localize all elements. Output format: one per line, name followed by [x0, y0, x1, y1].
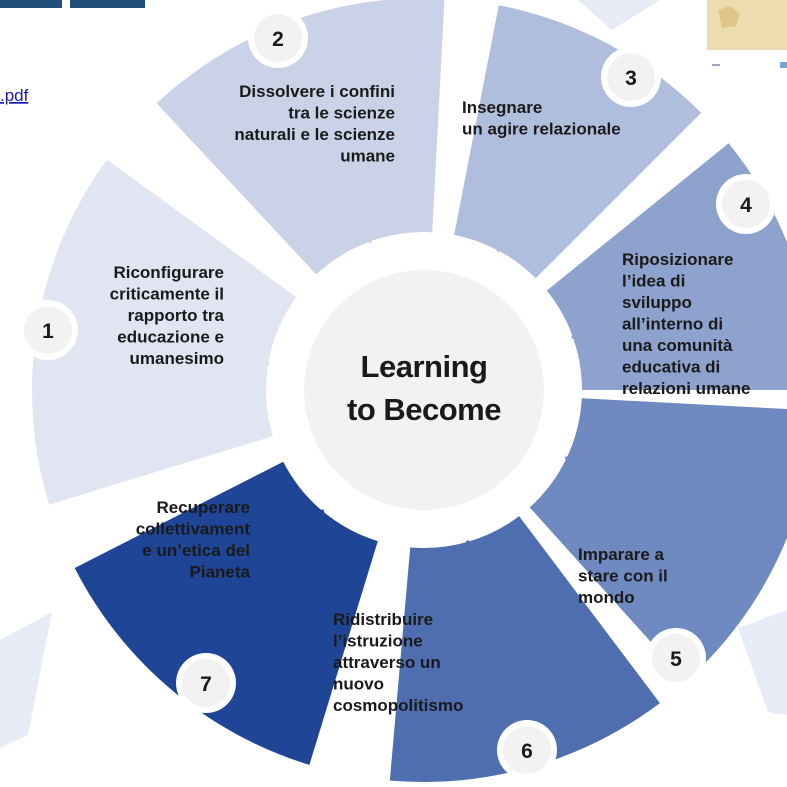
- top-left-tab-b: [70, 0, 145, 8]
- segment-1-label-line: educazione e: [117, 328, 224, 347]
- badge-3-number: 3: [625, 67, 637, 90]
- segment-labels: Riconfigurare criticamente il rapporto tra…: [110, 82, 751, 715]
- segment-4-label-line: Riposizionare: [622, 250, 733, 269]
- decor-triangle-top: [578, 0, 660, 30]
- badge-7-number: 7: [200, 673, 212, 696]
- segment-6-label-line: cosmopolitismo: [333, 696, 463, 715]
- center-title-line2: to Become: [347, 392, 501, 427]
- badge-6-number: 6: [521, 740, 533, 763]
- segment-6-pointer: [446, 539, 504, 577]
- segment-3-label: Insegnare un agire relazionale: [462, 98, 621, 139]
- segment-5-label-line: mondo: [578, 588, 635, 607]
- badge-1-number: 1: [42, 320, 54, 343]
- segment-7: [74, 461, 378, 765]
- badge-7: [182, 659, 230, 707]
- segment-4-label-line: educativa di: [622, 358, 720, 377]
- segment-4-label-line: una comunità: [622, 336, 733, 355]
- segment-2: [156, 0, 445, 275]
- segment-2-label-line: naturali e le scienze: [234, 125, 395, 144]
- top-left-tab-a: [0, 0, 62, 8]
- segment-3-label-line: un agire relazionale: [462, 120, 621, 139]
- segment-5: [529, 398, 787, 682]
- segment-2-pointer: [332, 205, 389, 244]
- segment-7-pointer: [282, 509, 328, 552]
- segment-6-label-line: nuovo: [333, 675, 384, 694]
- segment-2-label-line: umane: [340, 147, 395, 166]
- thumbnail-image: [707, 0, 787, 78]
- badge-4-number: 4: [740, 194, 752, 217]
- segment-6: [389, 516, 660, 782]
- segment-1: [31, 159, 297, 505]
- segment-3-label-line: Insegnare: [462, 98, 542, 117]
- number-badges: 1 2 3 4 5 6 7: [18, 8, 776, 780]
- badge-2: [254, 14, 302, 62]
- segment-6-label-line: attraverso un: [333, 653, 441, 672]
- segment-4-pointer: [571, 300, 609, 356]
- center-title-line1: Learning: [361, 349, 488, 384]
- segment-4-label-line: all’interno di: [622, 315, 723, 334]
- segment-4-label-line: relazioni umane: [622, 379, 750, 398]
- segment-7-label-line: e un’etica del: [142, 541, 250, 560]
- segment-1-label-line: rapporto tra: [128, 306, 225, 325]
- segment-5-label: Imparare a stare con il mondo: [578, 545, 668, 607]
- segment-2-label-line: tra le scienze: [288, 104, 395, 123]
- segment-5-label-line: Imparare a: [578, 545, 665, 564]
- segment-4-label: Riposizionare l’idea di sviluppo all’intern…: [622, 250, 750, 398]
- segment-7-label-line: collettivament: [136, 520, 251, 539]
- segment-2-label: Dissolvere i confini tra le scienze natura…: [234, 82, 395, 166]
- segment-5-label-line: stare con il: [578, 567, 668, 586]
- center-hub: [298, 264, 550, 516]
- segment-2-label-line: Dissolvere i confini: [239, 82, 395, 101]
- segment-6-label: Ridistribuire l’istruzione attraverso un nu…: [333, 610, 463, 715]
- segment-7-label-line: Pianeta: [190, 563, 251, 582]
- segment-1-label-line: criticamente il: [110, 285, 224, 304]
- segment-5-pointer: [564, 443, 605, 497]
- segment-3-pointer: [485, 212, 538, 253]
- segment-4-label-line: sviluppo: [622, 293, 692, 312]
- badge-5-number: 5: [670, 648, 682, 671]
- segment-6-label-line: l’istruzione: [333, 632, 423, 651]
- decor-triangle-right: [738, 610, 787, 715]
- hub-circle: [304, 270, 544, 510]
- badge-1: [24, 306, 72, 354]
- segment-6-label-line: Ridistribuire: [333, 610, 433, 629]
- segment-1-label: Riconfigurare criticamente il rapporto tra…: [110, 263, 225, 368]
- badge-4: [722, 180, 770, 228]
- badge-6: [503, 726, 551, 774]
- segment-1-label-line: Riconfigurare: [113, 263, 224, 282]
- segment-7-label-line: Recuperare: [156, 498, 250, 517]
- segment-1-label-line: umanesimo: [130, 349, 224, 368]
- badge-2-number: 2: [272, 28, 284, 51]
- badge-5: [652, 634, 700, 682]
- badge-3: [607, 53, 655, 101]
- decor-triangle-left: [0, 612, 52, 748]
- segment-4-label-line: l’idea di: [622, 272, 685, 291]
- pdf-link[interactable]: .pdf: [0, 86, 29, 105]
- segment-1-pointer: [236, 330, 271, 389]
